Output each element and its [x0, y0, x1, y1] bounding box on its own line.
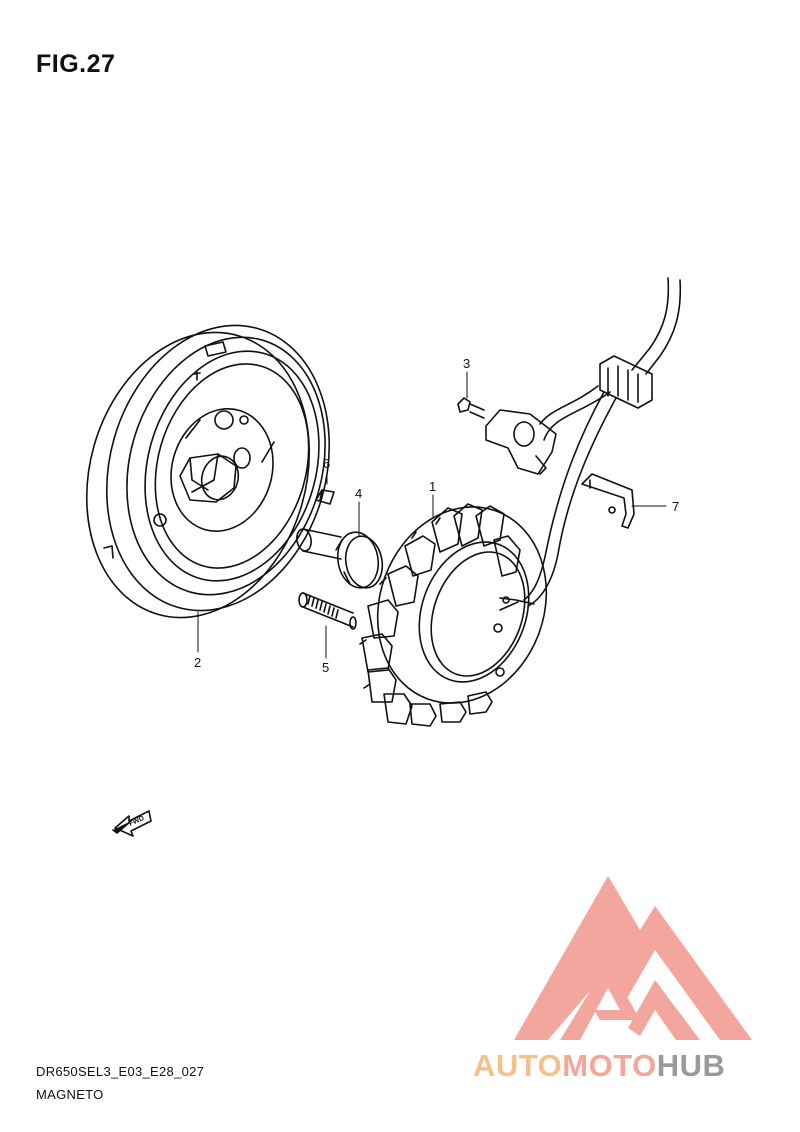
diagram-caption: MAGNETO [36, 1087, 104, 1102]
watermark-moto: MOTO [562, 1048, 657, 1083]
clamp-icon [581, 473, 635, 529]
watermark-text: AUTOMOTOHUB [473, 1048, 725, 1084]
bolt-icon [296, 528, 384, 589]
leader-lines [197, 371, 667, 659]
watermark-auto: AUTO [473, 1048, 563, 1083]
watermark-logo-icon [514, 876, 752, 1040]
diagram-code: DR650SEL3_E03_E28_027 [36, 1064, 205, 1079]
callout-7: 7 [672, 499, 679, 514]
flywheel-rotor-icon [85, 324, 331, 619]
pickup-coil-icon [485, 409, 557, 475]
forward-arrow-icon [112, 810, 152, 837]
wire-harness-icon [523, 277, 682, 607]
callout-1: 1 [429, 479, 436, 494]
callout-4: 4 [355, 486, 362, 501]
callout-2: 2 [194, 655, 201, 670]
screw-icon [457, 397, 485, 419]
callout-3: 3 [463, 356, 470, 371]
stud-bolt-icon [298, 592, 357, 630]
callout-6: 6 [323, 456, 330, 471]
callout-5: 5 [322, 660, 329, 675]
figure-title: FIG.27 [36, 50, 116, 78]
stator-coil-icon [359, 503, 548, 727]
key-icon [315, 489, 335, 505]
watermark-hub: HUB [656, 1048, 726, 1083]
